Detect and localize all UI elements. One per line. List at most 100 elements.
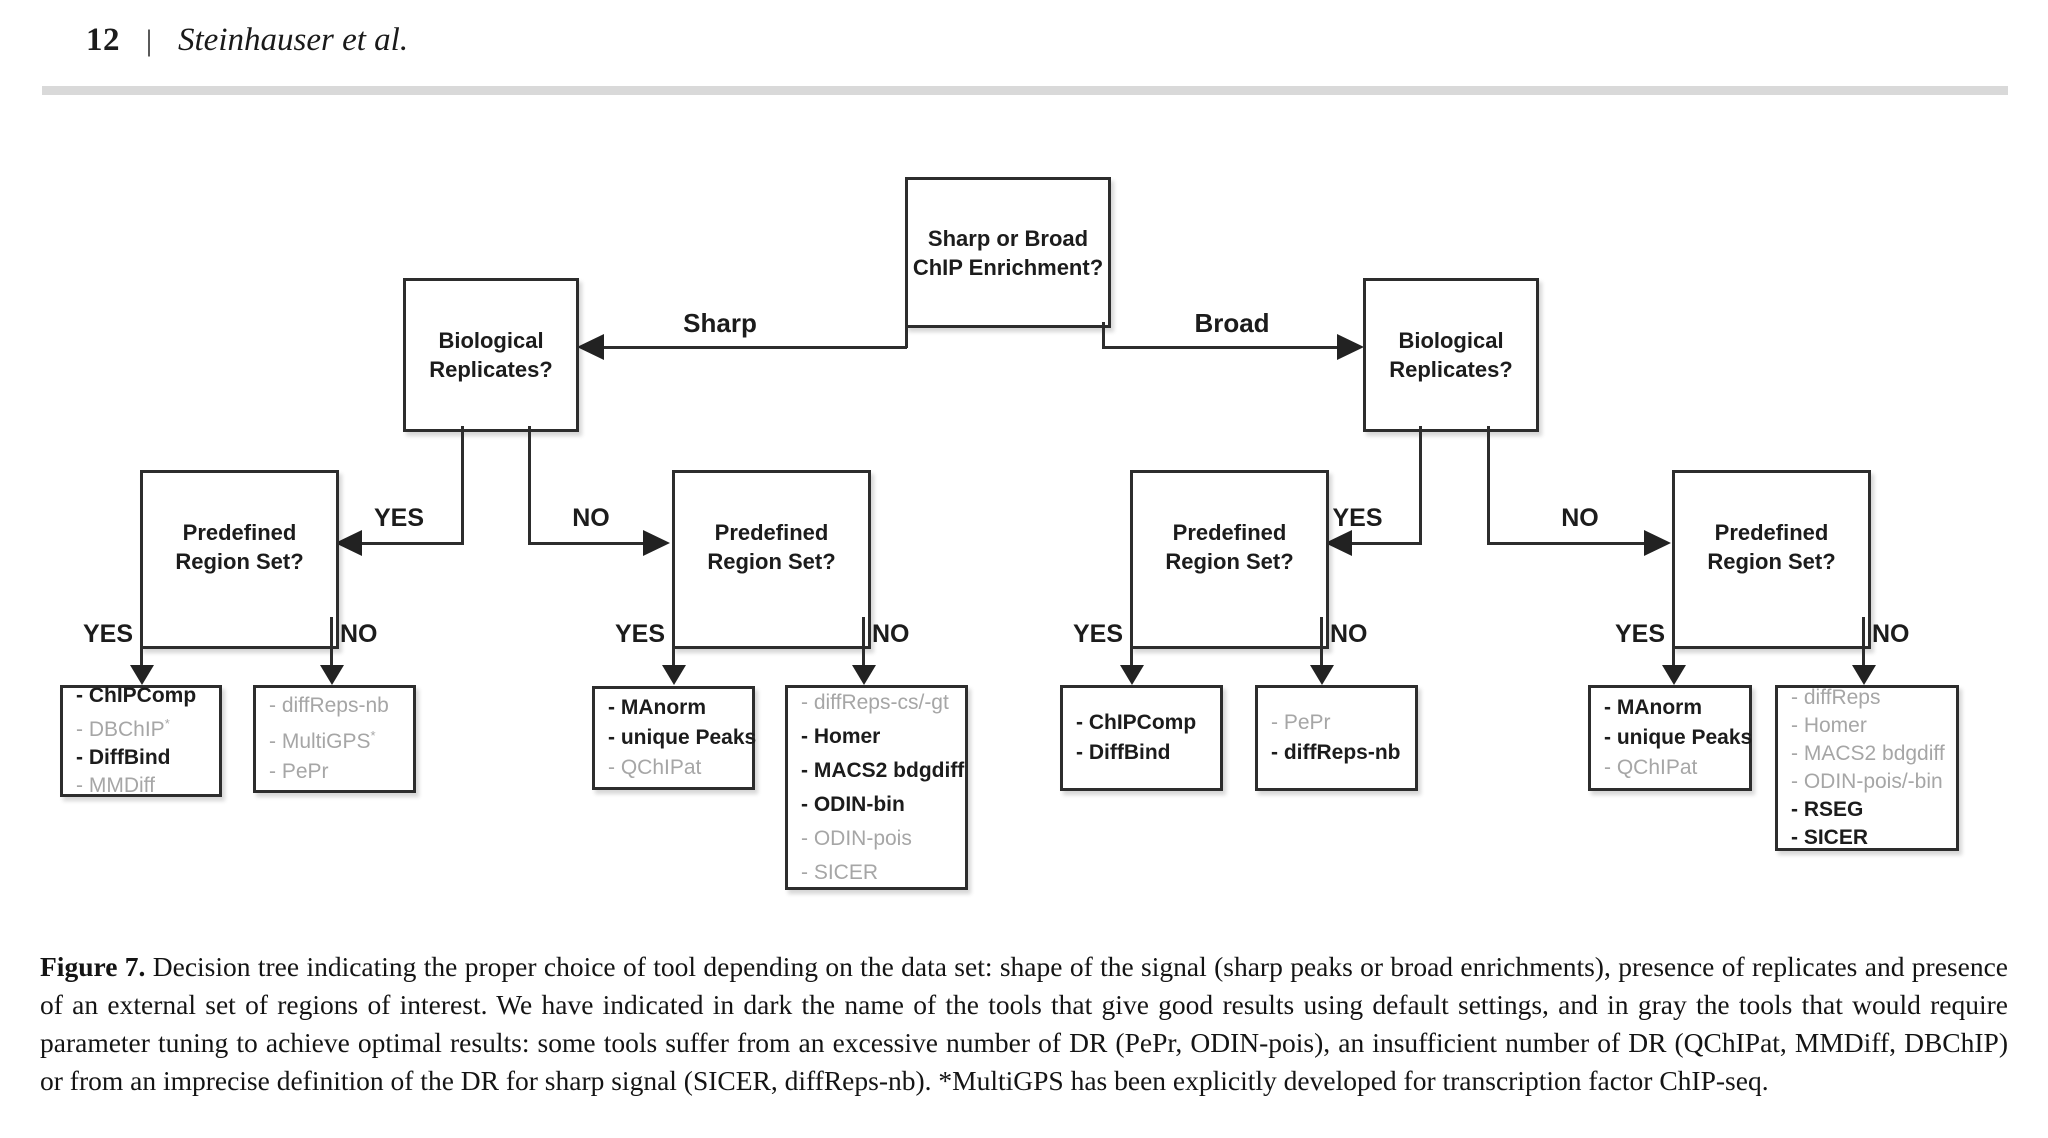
tool-item: - diffReps-cs/-gt [801, 690, 949, 714]
arrowhead-region3-no [1310, 665, 1334, 685]
arrowhead-region1-no [320, 665, 344, 685]
tool-item: - diffReps-nb [1271, 741, 1401, 764]
tool-list-broad-reps-yes-region-yes: - ChIPComp - DiffBind [1060, 685, 1223, 791]
node-region-2: Predefined Region Set? [672, 470, 871, 649]
node-region-3-title: Predefined Region Set? [1165, 519, 1294, 574]
tool-list-broad-reps-no-region-yes: - MAnorm - unique Peaks - QChIPat [1588, 685, 1752, 791]
tool-list-broad-reps-yes-region-no: - PePr - diffReps-nb [1255, 685, 1418, 791]
connector-sharp-no-drop [528, 426, 531, 545]
tool-item: - diffReps [1791, 686, 1881, 709]
page-header: 12 | Steinhauser et al. [86, 22, 408, 59]
node-root: Sharp or Broad ChIP Enrichment? [905, 177, 1111, 328]
drop-region2-yes [672, 617, 675, 667]
figure-caption-text: Decision tree indicating the proper choi… [40, 951, 2008, 1096]
connector-sharp-no-line [528, 542, 646, 545]
tool-item: - PePr [1271, 711, 1331, 734]
tool-item: - QChIPat [1604, 756, 1698, 779]
arrowhead-region4-yes [1662, 665, 1686, 685]
page-number: 12 [86, 22, 120, 58]
tool-item: - unique Peaks [608, 726, 757, 749]
tool-item: - RSEG [1791, 798, 1864, 821]
label-sharp-yes: YES [373, 504, 425, 532]
tool-item: - MAnorm [608, 696, 706, 719]
drop-region4-yes [1672, 617, 1675, 667]
tool-item: - QChIPat [608, 756, 702, 779]
node-replicates-sharp: Biological Replicates? [403, 278, 579, 432]
arrowhead-sharp-yes [335, 530, 362, 556]
tool-item: - unique Peaks [1604, 726, 1753, 749]
node-root-title: Sharp or Broad ChIP Enrichment? [912, 225, 1104, 280]
arrowhead-region1-yes [130, 665, 154, 685]
node-region-4-title: Predefined Region Set? [1707, 519, 1836, 574]
tool-item: - ChIPComp [1076, 711, 1197, 734]
arrowhead-sharp [577, 334, 604, 360]
node-region-1-title: Predefined Region Set? [175, 519, 304, 574]
label-broad-yes: YES [1332, 504, 1383, 532]
drop-region2-no [862, 617, 865, 667]
tool-item: - DBChIP* [76, 716, 170, 741]
tool-item: - MACS2 bdgdiff [801, 758, 965, 782]
connector-broad-yes-drop [1419, 426, 1422, 545]
tool-list-sharp-reps-no-region-no: - diffReps-cs/-gt - Homer - MACS2 bdgdif… [785, 685, 968, 890]
tool-item: - Homer [1791, 714, 1867, 737]
drop-region3-yes [1130, 617, 1133, 667]
connector-sharp-yes-drop [461, 426, 464, 545]
tool-item: - ODIN-pois [801, 826, 912, 850]
tool-item: - diffReps-nb [269, 694, 389, 717]
node-region-4: Predefined Region Set? [1672, 470, 1871, 649]
arrowhead-broad-no [1644, 530, 1671, 556]
tool-item: - ODIN-bin [801, 792, 905, 816]
label-region3-yes: YES [1072, 620, 1123, 648]
node-region-1: Predefined Region Set? [140, 470, 339, 649]
tool-item: - SICER [1791, 826, 1869, 849]
tool-item: - MMDiff [76, 774, 155, 797]
tool-item: - MAnorm [1604, 696, 1702, 719]
label-region4-no: NO [1872, 620, 1910, 648]
arrowhead-region2-no [852, 665, 876, 685]
tool-item: - ODIN-pois/-bin [1791, 770, 1943, 793]
tool-list-sharp-reps-yes-region-no: - diffReps-nb - MultiGPS* - PePr [253, 685, 416, 793]
branch-label-sharp: Sharp [683, 308, 757, 338]
connector-root-left-stub [905, 322, 908, 348]
label-region1-yes: YES [82, 620, 133, 648]
header-divider: | [146, 24, 153, 57]
node-replicates-broad: Biological Replicates? [1363, 278, 1539, 432]
connector-root-right-stub [1102, 322, 1105, 348]
arrowhead-sharp-no [643, 530, 670, 556]
arrowhead-region3-yes [1120, 665, 1144, 685]
header-rule [42, 86, 2008, 95]
label-region2-no: NO [872, 620, 910, 648]
node-region-3: Predefined Region Set? [1130, 470, 1329, 649]
drop-region1-yes [140, 617, 143, 667]
tool-item: - MultiGPS* [269, 728, 376, 753]
connector-broad-no-drop [1487, 426, 1490, 545]
arrowhead-region4-no [1852, 665, 1876, 685]
label-region2-yes: YES [614, 620, 665, 648]
label-region4-yes: YES [1614, 620, 1665, 648]
node-region-2-title: Predefined Region Set? [707, 519, 836, 574]
tool-list-broad-reps-no-region-no: - diffReps - Homer - MACS2 bdgdiff - ODI… [1775, 685, 1959, 851]
figure-caption: Figure 7. Decision tree indicating the p… [40, 948, 2008, 1100]
drop-region3-no [1320, 617, 1323, 667]
tool-item: - DiffBind [76, 746, 171, 769]
branch-label-broad: Broad [1194, 308, 1270, 338]
arrowhead-broad-yes [1325, 530, 1352, 556]
tool-list-sharp-reps-no-region-yes: - MAnorm - unique Peaks - QChIPat [592, 686, 757, 790]
figure-caption-label: Figure 7. [40, 951, 146, 982]
label-sharp-no: NO [572, 504, 610, 532]
label-region1-no: NO [340, 620, 378, 648]
running-head: Steinhauser et al. [178, 22, 409, 58]
drop-region1-no [330, 617, 333, 667]
label-broad-no: NO [1561, 504, 1599, 532]
connector-broad-no-line [1487, 542, 1647, 545]
tool-item: - PePr [269, 760, 329, 783]
connector-sharp-line [592, 346, 907, 349]
tool-list-sharp-reps-yes-region-yes: - ChIPComp - DBChIP* - DiffBind - MMDiff [60, 684, 222, 797]
node-replicates-sharp-title: Biological Replicates? [429, 328, 553, 382]
tool-item: - MACS2 bdgdiff [1791, 742, 1945, 765]
tool-item: - DiffBind [1076, 741, 1171, 764]
arrowhead-broad [1337, 334, 1364, 360]
connector-broad-line [1102, 346, 1340, 349]
connector-broad-yes-line [1340, 542, 1422, 545]
